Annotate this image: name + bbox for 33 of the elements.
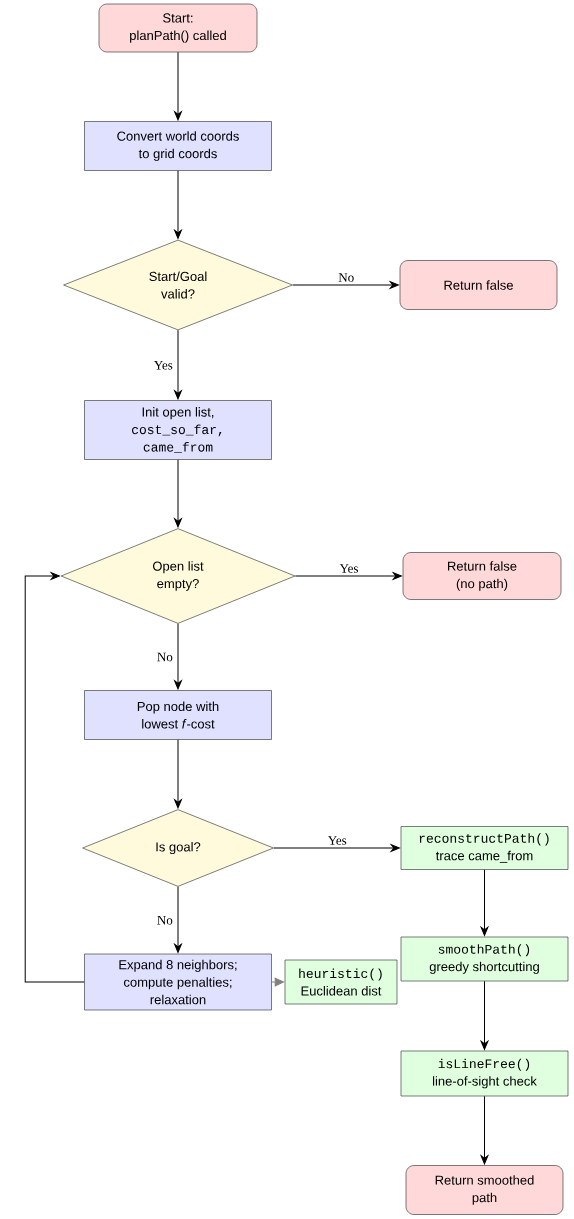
edge-label: Yes [339,564,358,573]
terminal-box: Start: planPath() called [98,3,258,53]
arrow [480,1095,489,1165]
arrow [271,977,284,987]
arrow [174,329,182,400]
edge-label: No [338,273,354,282]
process-box: Expand 8 neighbors; compute penalties; relaxation [84,953,272,1011]
edge-label: Yes [154,360,173,370]
process-box: Convert world coords to grid coords [84,121,272,171]
arrow [294,572,402,580]
arrow [174,51,182,121]
arrow [292,281,399,289]
arrow [174,739,182,809]
arrow [480,869,489,936]
arrow [273,844,400,852]
terminal-box: Return false (no path) [402,552,562,600]
function-box: smoothPath() greedy shortcutting [400,936,569,982]
arrow [480,980,489,1050]
process-box: Pop node with lowest f-cost [84,690,272,740]
edge-label: No [157,652,173,662]
arrow [174,170,182,239]
arrow [174,886,182,953]
terminal-box: Return false [399,260,558,310]
function-box: reconstructPath() trace came_from [400,826,569,870]
arrow [174,623,182,690]
edge-label: No [157,915,173,925]
function-box: isLineFree() line-of-sight check [400,1050,569,1097]
process-box: Init open list, cost_so_far, came_from [84,400,272,460]
arrow [24,572,85,983]
function-box: heuristic() Euclidean dist [284,959,398,1005]
terminal-box: Return smoothed path [405,1165,564,1215]
edge-label: Yes [327,836,347,845]
arrow [174,459,182,528]
